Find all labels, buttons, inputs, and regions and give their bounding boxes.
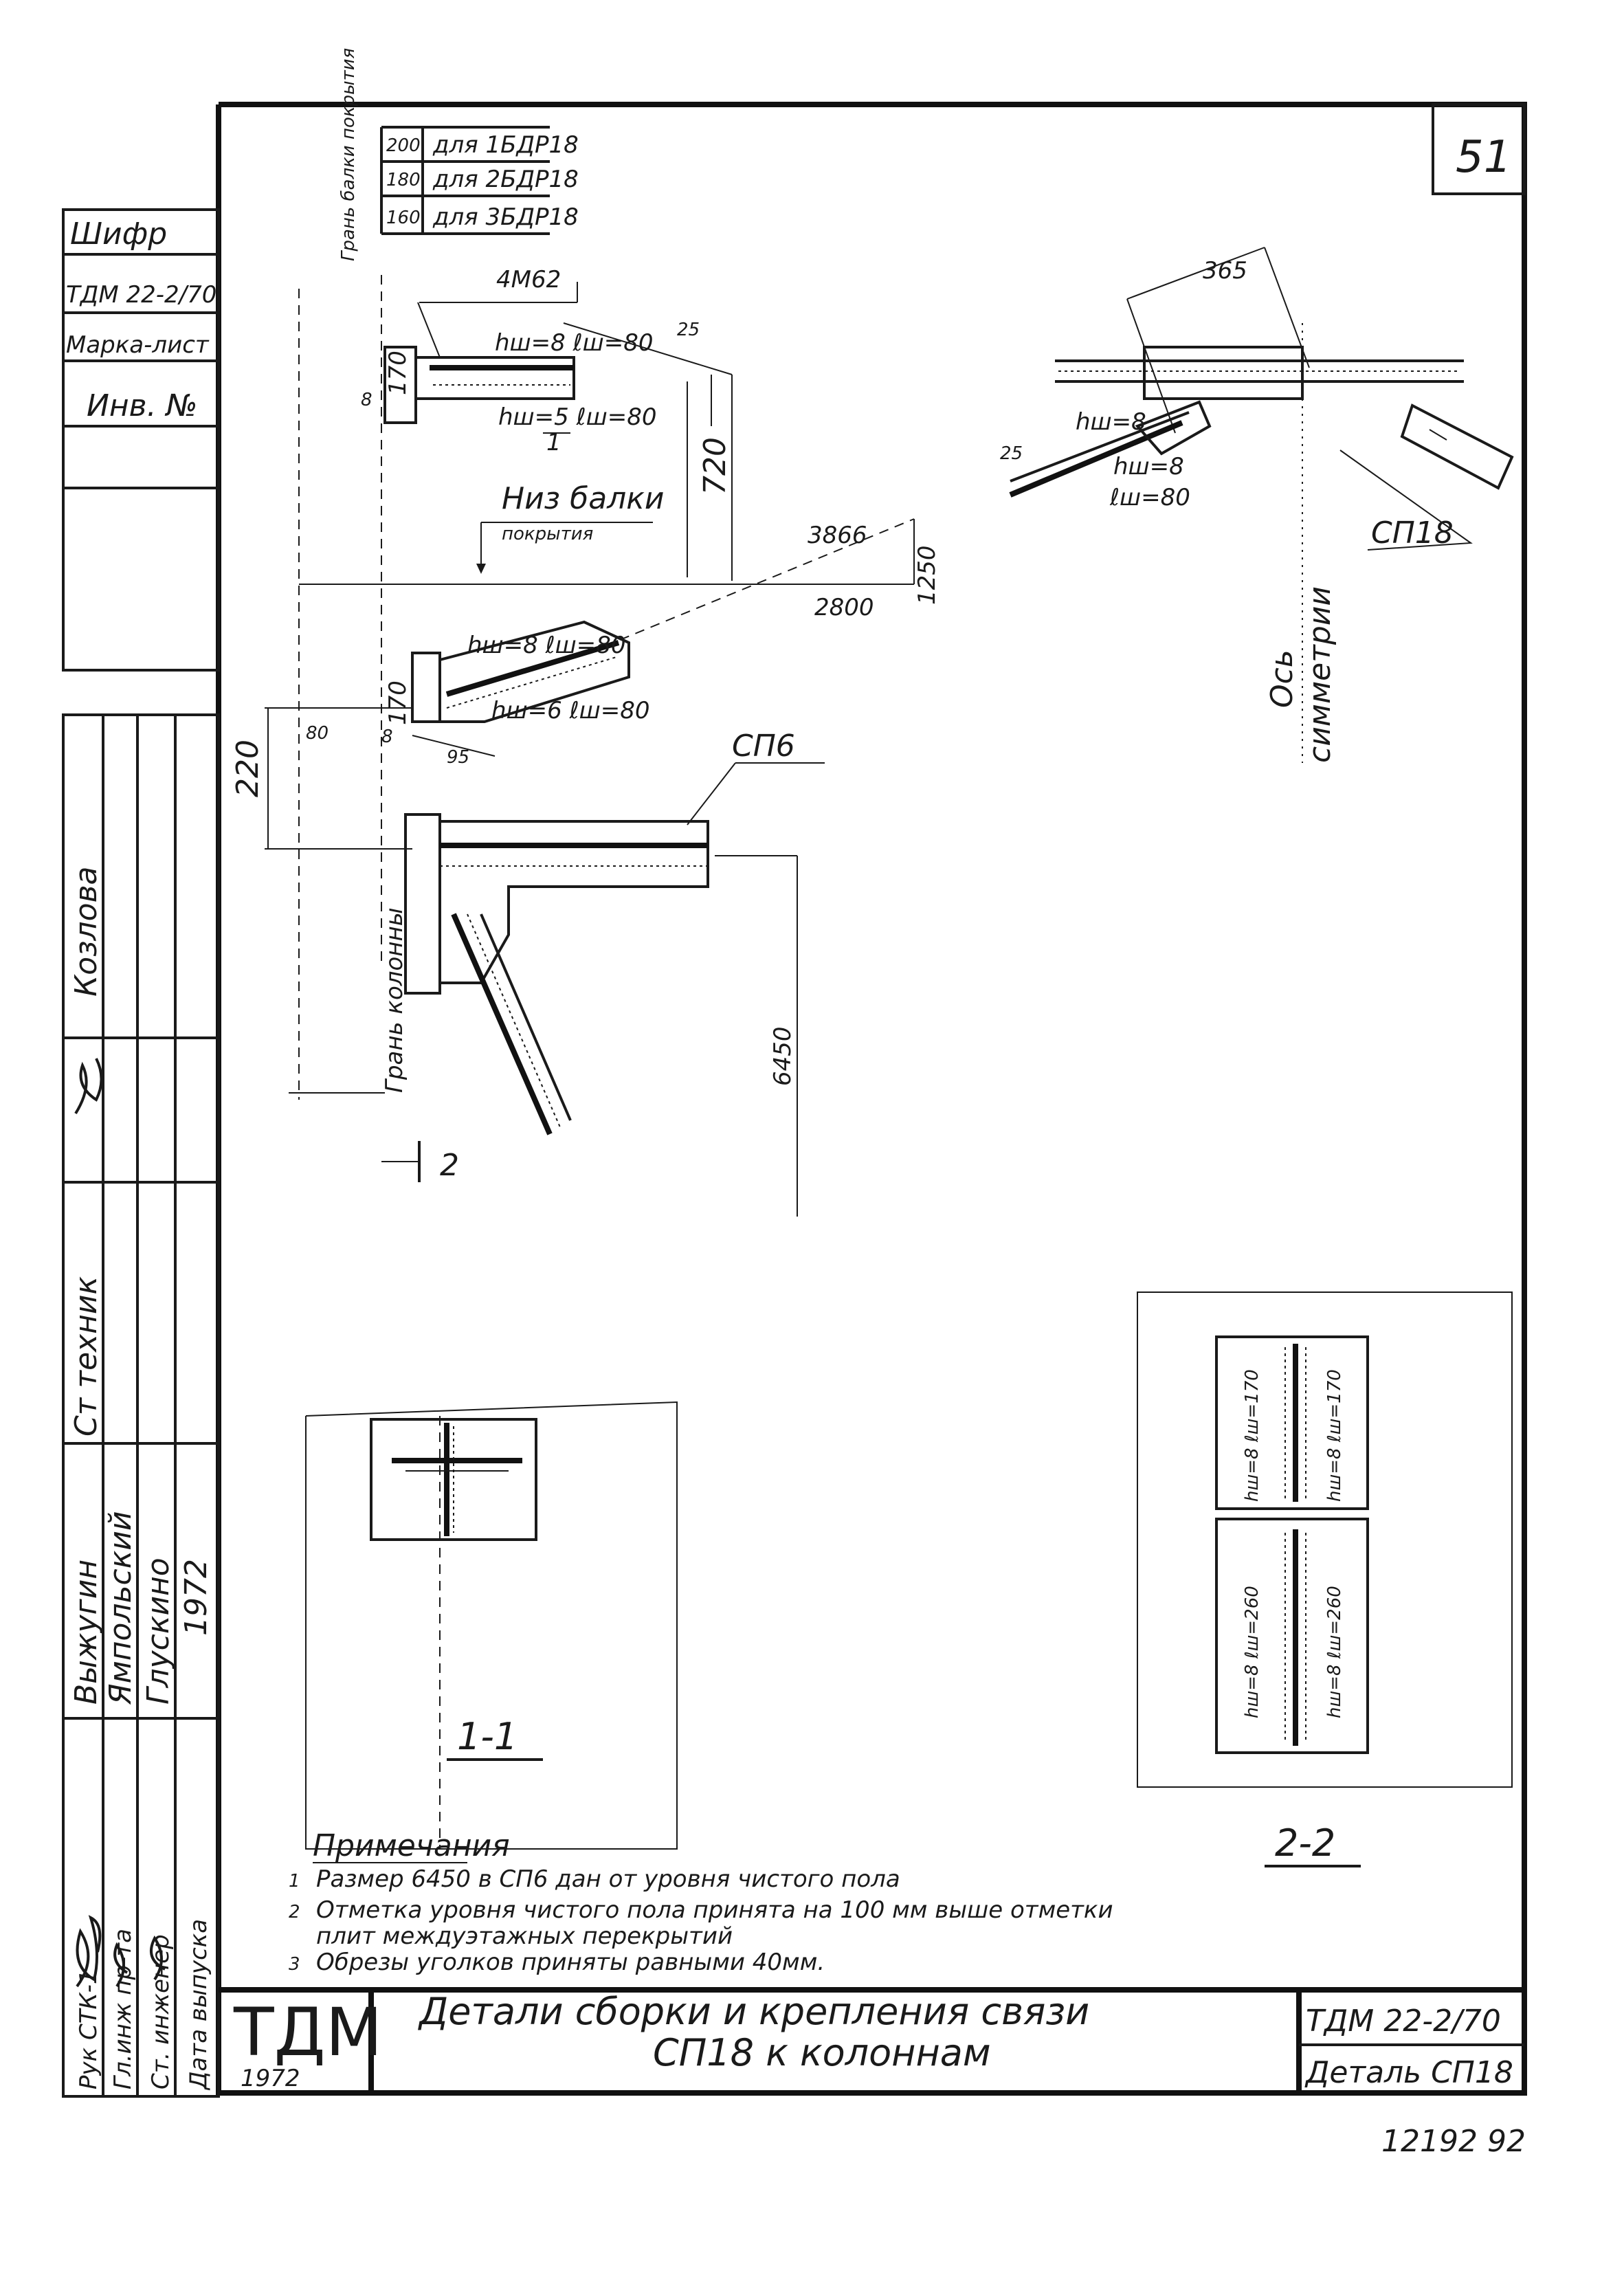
section-2-2-title: 2-2 [1275, 1821, 1335, 1865]
weld-right-2: hш=8 [1113, 453, 1184, 480]
dim-720: 720 [698, 437, 733, 495]
beam-label-3: для 3БДР18 [432, 203, 579, 231]
inventory-label: Инв. № [87, 388, 197, 423]
dim-80: 80 [306, 723, 329, 744]
beam-size-1: 200 [386, 135, 421, 156]
dim-8-mid: 8 [381, 727, 393, 747]
sp6-label: СП6 [732, 729, 795, 764]
weld-label-3: hш=8 ℓш=80 [467, 632, 626, 659]
weld-label-2: hш=5 ℓш=80 [498, 403, 657, 431]
dim-25-top: 25 [677, 320, 700, 340]
left-side-strip [62, 208, 220, 2098]
shifr-label: Шифр [70, 217, 167, 252]
archive-number: 12192 92 [1381, 2124, 1526, 2159]
sheet-number: 51 [1456, 132, 1511, 183]
drawing-title-line-2: СП18 к колоннам [653, 2031, 991, 2074]
note-2-number: 2 [289, 1902, 300, 1922]
section-marker-2: 2 [440, 1148, 459, 1183]
weld-2-2-b: hш=8 ℓш=170 [1324, 1369, 1345, 1502]
beam-size-3: 160 [386, 208, 421, 228]
handwritten-signatures [74, 1058, 166, 1988]
dim-1250: 1250 [913, 545, 941, 605]
column-face-label: Грань колонны [381, 907, 408, 1093]
weld-2-2-c: hш=8 ℓш=260 [1242, 1586, 1263, 1718]
axis-label-2: симметрии [1302, 586, 1337, 763]
drawing-code: ТДМ 22-2/70 [1306, 2004, 1501, 2039]
beam-size-table [380, 126, 550, 235]
note-1-text: Размер 6450 в СП6 дан от уровня чистого … [316, 1865, 900, 1893]
elevation-view [265, 275, 915, 1217]
staff-name-4: Глускино [141, 1557, 176, 1705]
detail-name: Деталь СП18 [1304, 2055, 1513, 2090]
symmetry-detail [1009, 247, 1514, 763]
beam-bottom-label-2: покрытия [502, 524, 593, 544]
title-block [219, 1987, 1524, 2093]
note-3-text: Обрезы уголков приняты равными 40мм. [316, 1949, 825, 1976]
dim-220: 220 [230, 740, 265, 797]
sp18-label: СП18 [1371, 515, 1454, 551]
beam-bottom-label-1: Низ балки [502, 481, 664, 516]
staff-role-2: Рук СТК-1 [75, 1969, 102, 2089]
note-2-text: Отметка уровня чистого пола принята на 1… [316, 1896, 1113, 1924]
staff-name-1: Козлова [69, 867, 104, 997]
staff-name-3: Ямпольский [103, 1511, 138, 1705]
dim-8-top: 8 [361, 390, 372, 410]
dim-2800: 2800 [814, 594, 874, 621]
staff-role-3: Гл.инж пр-та [109, 1929, 137, 2089]
shifr-value: ТДМ 22-2/70 [66, 281, 216, 309]
beam-size-2: 180 [386, 170, 421, 190]
beam-label-1: для 1БДР18 [432, 131, 579, 159]
weld-2-2-d: hш=8 ℓш=260 [1324, 1586, 1345, 1718]
section-marker-1: 1 [546, 429, 561, 456]
beam-label-2: для 2БДР18 [432, 166, 579, 193]
weld-right-1: hш=8 [1076, 408, 1146, 436]
dim-6450: 6450 [769, 1026, 797, 1086]
staff-column: Козлова Ст техник Рук СТК-1 Выжугин Гл.и… [69, 867, 214, 2092]
marka-list-label: Марка-лист [66, 331, 210, 359]
notes-title: Примечания [313, 1828, 510, 1863]
tdm-year: 1972 [241, 2065, 300, 2092]
tdm-logo: ТДМ [233, 1994, 382, 2071]
weld-right-3: ℓш=80 [1109, 484, 1190, 511]
weld-label-1: hш=8 ℓш=80 [495, 329, 654, 357]
staff-name-2: Выжугин [69, 1560, 104, 1705]
dim-365: 365 [1203, 257, 1247, 285]
weld-label-4: hш=6 ℓш=80 [491, 697, 650, 724]
section-1-1-title: 1-1 [457, 1715, 518, 1758]
beam-face-label: Грань балки покрытия [338, 48, 359, 261]
drawing-title-line-1: Детали сборки и крепления связи [418, 1990, 1089, 2033]
dim-8-170: 170 [384, 680, 412, 725]
dim-3866: 3866 [808, 522, 867, 549]
note-3-number: 3 [289, 1954, 300, 1975]
dim-95: 95 [447, 747, 469, 768]
axis-label-1: Ось [1265, 650, 1300, 708]
dim-8-170-top: 170 [384, 351, 412, 395]
section-1-1 [305, 1401, 678, 1850]
dim-25-right: 25 [1000, 443, 1023, 464]
staff-role-5: Дата выпуска [185, 1919, 212, 2091]
weld-2-2-a: hш=8 ℓш=170 [1242, 1369, 1263, 1502]
staff-name-5: 1972 [179, 1559, 214, 1636]
note-1-number: 1 [289, 1871, 300, 1892]
weld-top-mark: 4М62 [496, 266, 561, 293]
section-2-2 [1137, 1291, 1513, 1788]
staff-role-1: Ст техник [69, 1276, 104, 1437]
note-2-continued: плит междуэтажных перекрытий [316, 1922, 733, 1950]
